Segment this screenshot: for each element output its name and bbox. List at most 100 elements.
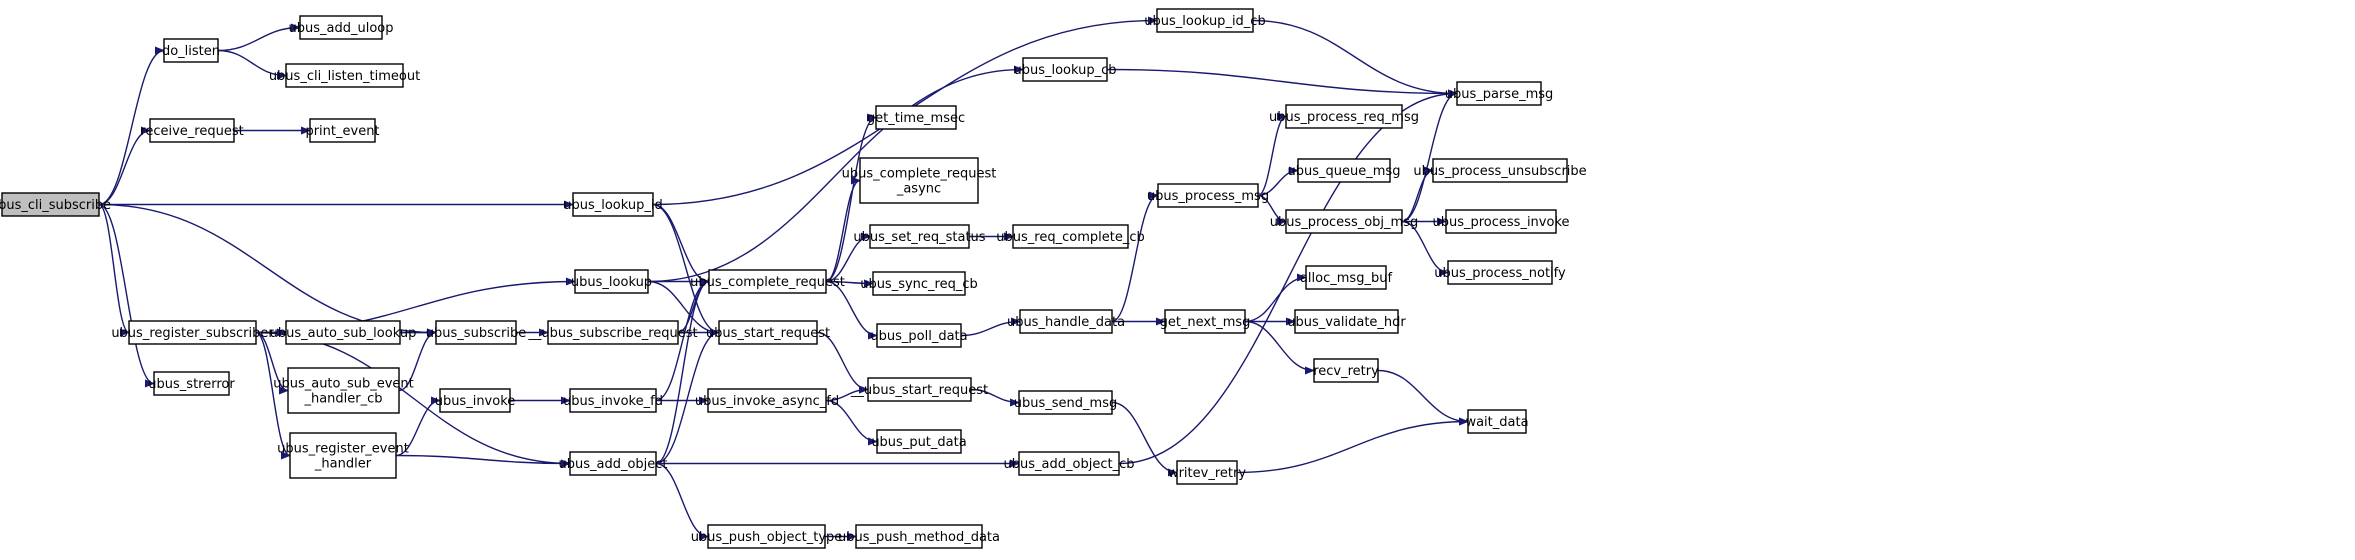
node-box [309, 118, 376, 143]
node-box [875, 105, 957, 130]
node-ubus_register_subscriber[interactable]: ubus_register_subscriber [111, 320, 274, 345]
node-ubus_add_uloop[interactable]: ubus_add_uloop [289, 15, 394, 40]
node-label: ubus_subscribe [426, 326, 526, 341]
node-box [1018, 390, 1113, 415]
node-label: ubus_queue_msg [1288, 164, 1401, 179]
node-ubus_process_obj_msg[interactable]: ubus_process_obj_msg [1270, 209, 1418, 234]
node-ubus_subscribe[interactable]: ubus_subscribe [426, 320, 526, 345]
node-ubus_queue_msg[interactable]: ubus_queue_msg [1288, 158, 1401, 183]
edge-ubus_cli_subscribe-to-receive_request [98, 126, 151, 206]
node-label: ubus_process_notify [1434, 266, 1566, 281]
node-label: _async [896, 182, 941, 197]
node-box [869, 224, 970, 249]
node-box [153, 371, 230, 396]
node-recv_retry[interactable]: recv_retry [1313, 358, 1379, 383]
node-ubus_cli_listen_timeout[interactable]: ubus_cli_listen_timeout [269, 63, 420, 88]
node-box [574, 269, 649, 294]
node-box [285, 63, 404, 88]
node-do_listen[interactable]: do_listen [162, 38, 220, 63]
node-ubus_add_object_cb[interactable]: ubus_add_object_cb [1004, 451, 1135, 476]
node-ubus_process_invoke[interactable]: ubus_process_invoke [1432, 209, 1570, 234]
node-ubus_complete_request_async[interactable]: ubus_complete_request_async [842, 157, 997, 204]
node-label: ubus_parse_msg [1445, 87, 1554, 102]
edge-ubus_add_object_cb-to-ubus_parse_msg [1118, 89, 1458, 465]
node-label: _handler_cb [303, 392, 382, 407]
node-ubus_send_msg[interactable]: ubus_send_msg [1014, 390, 1117, 415]
node-box [707, 524, 826, 549]
node-writev_retry[interactable]: writev_retry [1168, 460, 1246, 485]
node-box [572, 192, 654, 217]
node-box [1022, 57, 1108, 82]
node-ubus_auto_sub_event_handler_cb[interactable]: ubus_auto_sub_event_handler_cb [273, 367, 414, 414]
node-ubus_process_notify[interactable]: ubus_process_notify [1434, 260, 1566, 285]
node-ubus_req_complete_cb[interactable]: ubus_req_complete_cb [996, 224, 1145, 249]
node-box [859, 157, 979, 204]
node-ubus_set_req_status[interactable]: ubus_set_req_status [853, 224, 986, 249]
node-ubus_lookup_id_cb[interactable]: ubus_lookup_id_cb [1144, 8, 1266, 33]
edge-ubus_register_event_handler-to-ubus_invoke [395, 396, 441, 457]
node-ubus_lookup_id[interactable]: ubus_lookup_id [563, 192, 663, 217]
node-print_event[interactable]: print_event [305, 118, 380, 143]
node-box [1456, 81, 1542, 106]
node-ubus_push_method_data[interactable]: ubus_push_method_data [838, 524, 1000, 549]
node-ubus_invoke_fd[interactable]: ubus_invoke_fd [563, 388, 663, 413]
node-label: ubus_add_object_cb [1004, 457, 1135, 472]
edge-ubus_send_msg-to-writev_retry [1111, 401, 1178, 477]
node-ubus_add_object[interactable]: ubus_add_object [558, 451, 668, 476]
node-label: writev_retry [1168, 466, 1246, 481]
node-label: ubus_poll_data [870, 329, 967, 344]
node-label: ubus_handle_data [1007, 315, 1125, 330]
node-label: ubus_start_request [706, 326, 830, 341]
node-box [1018, 451, 1120, 476]
node-ubus_validate_hdr[interactable]: ubus_validate_hdr [1287, 309, 1406, 334]
edge-ubus_process_obj_msg-to-ubus_process_notify [1401, 220, 1449, 277]
edge-ubus_poll_data-to-ubus_handle_data [960, 317, 1021, 337]
edge-ubus_register_subscriber-to-ubus_auto_sub_event_handler_cb [255, 331, 289, 395]
node-label: ubus_complete_request [690, 275, 845, 290]
node-ubus_poll_data[interactable]: ubus_poll_data [870, 323, 968, 348]
node-label: ubus_req_complete_cb [996, 230, 1144, 245]
node-get_next_msg[interactable]: get_next_msg [1160, 309, 1251, 334]
node-ubus_start_request[interactable]: ubus_start_request [706, 320, 830, 345]
nodes-layer: ubus_cli_subscribe do_listen receive_reque… [0, 8, 1587, 549]
node-__ubus_start_request[interactable]: __ubus_start_request [850, 377, 988, 402]
node-label: print_event [305, 124, 379, 139]
node-label: ubus_process_invoke [1432, 215, 1569, 230]
node-ubus_complete_request[interactable]: ubus_complete_request [690, 269, 845, 294]
node-__ubus_subscribe_request[interactable]: __ubus_subscribe_request [527, 320, 698, 345]
node-ubus_strerror[interactable]: ubus_strerror [148, 371, 235, 396]
edge-ubus_add_object-to-ubus_start_request [655, 328, 720, 465]
node-ubus_auto_sub_lookup[interactable]: ubus_auto_sub_lookup [270, 320, 417, 345]
node-ubus_invoke_async_fd[interactable]: ubus_invoke_async_fd [695, 388, 839, 413]
node-ubus_process_req_msg[interactable]: ubus_process_req_msg [1269, 104, 1419, 129]
node-ubus_sync_req_cb[interactable]: ubus_sync_req_cb [860, 271, 978, 296]
node-label: _handler [314, 457, 372, 472]
node-ubus_put_data[interactable]: ubus_put_data [871, 429, 967, 454]
node-ubus_invoke[interactable]: ubus_invoke [435, 388, 516, 413]
node-ubus_parse_msg[interactable]: ubus_parse_msg [1445, 81, 1554, 106]
edge-__ubus_start_request-to-ubus_send_msg [970, 388, 1020, 407]
node-ubus_lookup_cb[interactable]: ubus_lookup_cb [1013, 57, 1117, 82]
node-label: ubus_process_msg [1147, 189, 1269, 204]
node-ubus_process_msg[interactable]: ubus_process_msg [1147, 183, 1269, 208]
node-box [1157, 183, 1259, 208]
node-box [1156, 8, 1254, 33]
edge-ubus_lookup_id-to-ubus_start_request [652, 203, 720, 337]
edge-ubus_complete_request-to-get_time_msec [825, 113, 877, 283]
node-box [872, 271, 966, 296]
node-alloc_msg_buf[interactable]: alloc_msg_buf [1300, 265, 1392, 290]
node-box [163, 38, 219, 63]
node-box [718, 320, 818, 345]
node-ubus_register_event_handler[interactable]: ubus_register_event_handler [277, 432, 409, 479]
node-ubus_cli_subscribe[interactable]: ubus_cli_subscribe [0, 192, 111, 217]
node-ubus_push_object_type[interactable]: ubus_push_object_type [691, 524, 843, 549]
node-wait_data[interactable]: wait_data [1465, 409, 1529, 434]
edge-ubus_invoke_fd-to-ubus_complete_request [655, 277, 710, 402]
node-ubus_process_unsubscribe[interactable]: ubus_process_unsubscribe [1413, 158, 1587, 183]
node-ubus_lookup[interactable]: ubus_lookup [571, 269, 652, 294]
node-get_time_msec[interactable]: get_time_msec [867, 105, 965, 130]
node-label: ubus_send_msg [1014, 396, 1117, 411]
node-receive_request[interactable]: receive_request [140, 118, 244, 143]
node-ubus_handle_data[interactable]: ubus_handle_data [1007, 309, 1125, 334]
node-label: ubus_add_object [558, 457, 667, 472]
